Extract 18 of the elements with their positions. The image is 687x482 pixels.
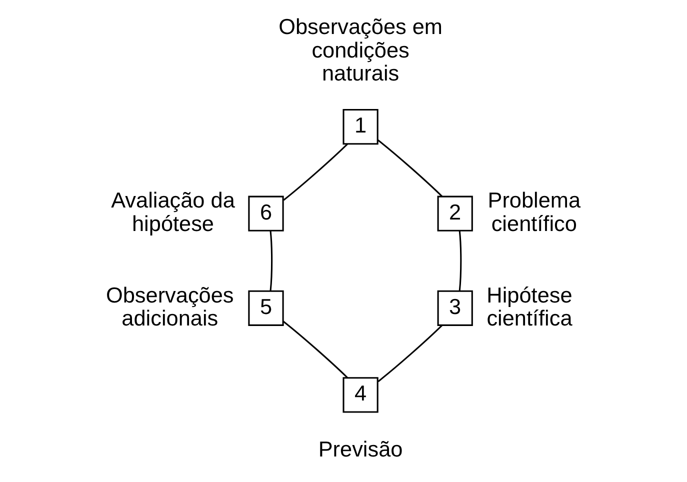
node-label: Problema científico <box>488 187 581 236</box>
node-label: Avaliação da hipótese <box>111 187 235 236</box>
node-box: 2 <box>437 195 473 231</box>
node-box: 3 <box>437 290 473 326</box>
connector <box>378 324 442 382</box>
node-label: Previsão <box>318 436 403 461</box>
node-label: Hipótese científica <box>486 282 572 330</box>
node-label: Observações adicionais <box>106 282 234 330</box>
connector <box>377 138 443 197</box>
node-label: Observações em condições naturais <box>278 14 443 86</box>
connector <box>282 320 348 378</box>
node-box: 1 <box>342 108 378 144</box>
node-box: 4 <box>342 376 378 412</box>
connector <box>283 143 348 200</box>
connector <box>458 230 462 290</box>
node-box: 5 <box>248 290 284 326</box>
node-box: 6 <box>248 195 284 231</box>
connector <box>270 230 273 290</box>
